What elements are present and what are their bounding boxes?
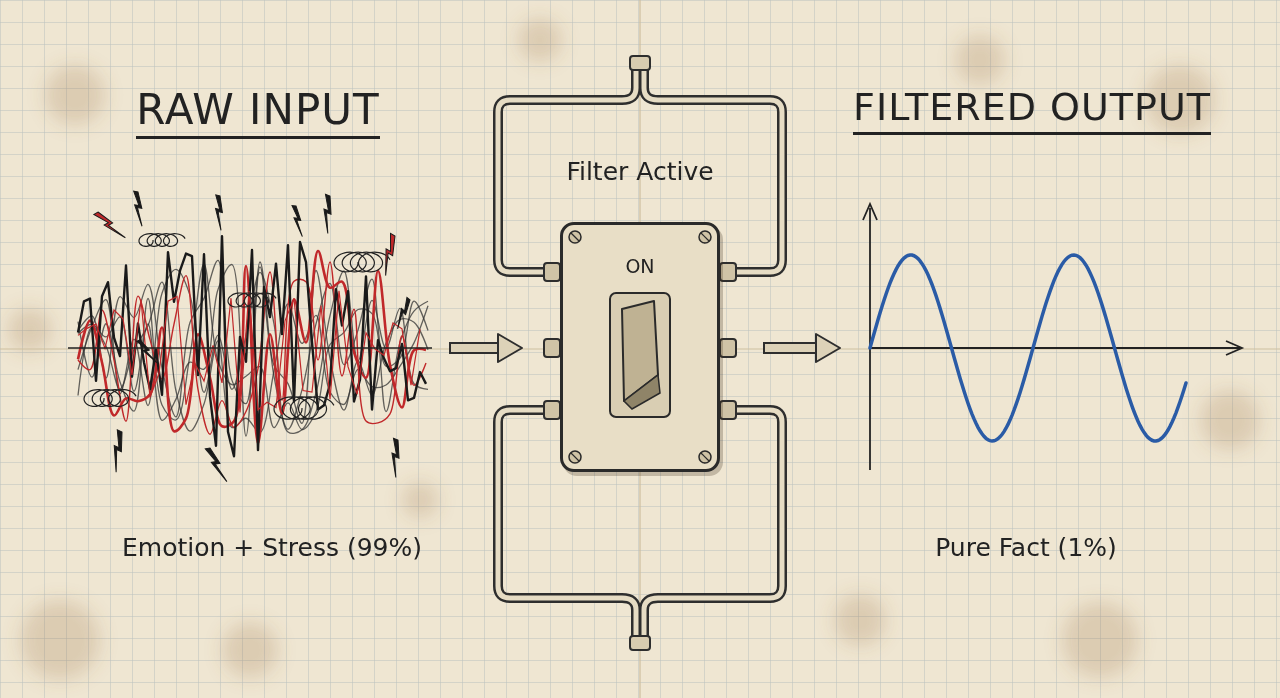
drawing-stroke — [630, 636, 650, 650]
drawing-stroke — [84, 390, 136, 407]
drawing-stroke — [870, 255, 1186, 441]
screw-slot — [571, 233, 579, 241]
drawing-stroke — [816, 334, 840, 362]
drawing-stroke — [498, 56, 782, 650]
screw — [699, 231, 711, 243]
panel-heading: FILTERED OUTPUT — [853, 86, 1211, 135]
screw-slot — [701, 233, 709, 241]
drawing-stroke — [955, 35, 1005, 85]
drawing-stroke — [764, 343, 818, 353]
drawing-stroke — [289, 206, 305, 237]
drawing-stroke — [207, 195, 229, 231]
drawing-stroke — [371, 233, 405, 275]
screw — [699, 451, 711, 463]
drawing-stroke — [402, 482, 438, 518]
drawing-stroke — [544, 339, 560, 357]
screw-slot — [701, 453, 709, 461]
filter-status: Filter Active — [566, 158, 713, 187]
drawing-stroke — [139, 234, 185, 247]
drawing-stroke — [630, 56, 650, 70]
drawing-stroke — [518, 18, 562, 62]
drawing-stroke — [381, 438, 408, 477]
screw-slot — [571, 453, 579, 461]
switch-plate — [610, 293, 670, 417]
drawing-stroke — [205, 446, 227, 484]
drawing-stroke — [544, 401, 560, 419]
screw — [569, 231, 581, 243]
switch-state: ON — [625, 255, 654, 277]
drawing-stroke — [720, 401, 736, 419]
drawing-stroke — [720, 263, 736, 281]
drawing-stroke — [78, 236, 426, 456]
drawing-stroke — [450, 343, 500, 353]
drawing-stroke — [720, 339, 736, 357]
drawing-stroke — [870, 347, 1240, 349]
drawing-stroke — [334, 252, 390, 272]
drawing-stroke — [274, 397, 334, 419]
drawing-stroke — [1200, 390, 1260, 450]
drawing-stroke — [863, 204, 877, 220]
drawing-stroke — [1226, 341, 1242, 355]
switch-box: ON — [560, 222, 720, 472]
toggle-shadow — [624, 375, 660, 409]
drawing-stroke — [137, 337, 157, 366]
drawing-stroke — [222, 622, 278, 678]
drawing-stroke — [101, 430, 133, 472]
drawing-stroke — [863, 204, 1242, 470]
drawing-stroke — [68, 191, 432, 484]
drawing-stroke — [1062, 602, 1138, 678]
drawing-stroke — [128, 191, 148, 226]
drawing-stroke — [78, 291, 420, 413]
drawing-stroke — [388, 297, 417, 328]
drawing-stroke — [834, 594, 886, 646]
drawing-stroke — [313, 194, 340, 233]
drawing-stroke — [20, 600, 100, 680]
panel-caption: Pure Fact (1%) — [935, 534, 1117, 563]
drawing-stroke — [544, 263, 560, 281]
drawing-stroke — [869, 208, 871, 470]
drawing-stroke — [498, 334, 522, 362]
panel-heading: RAW INPUT — [136, 86, 379, 139]
screw — [569, 451, 581, 463]
drawing-stroke — [68, 347, 432, 349]
drawing-stroke — [8, 308, 52, 352]
panel-caption: Emotion + Stress (99%) — [122, 534, 422, 563]
drawing-stroke — [94, 207, 126, 246]
drawing-stroke — [228, 293, 276, 307]
drawing-stroke — [45, 65, 105, 125]
